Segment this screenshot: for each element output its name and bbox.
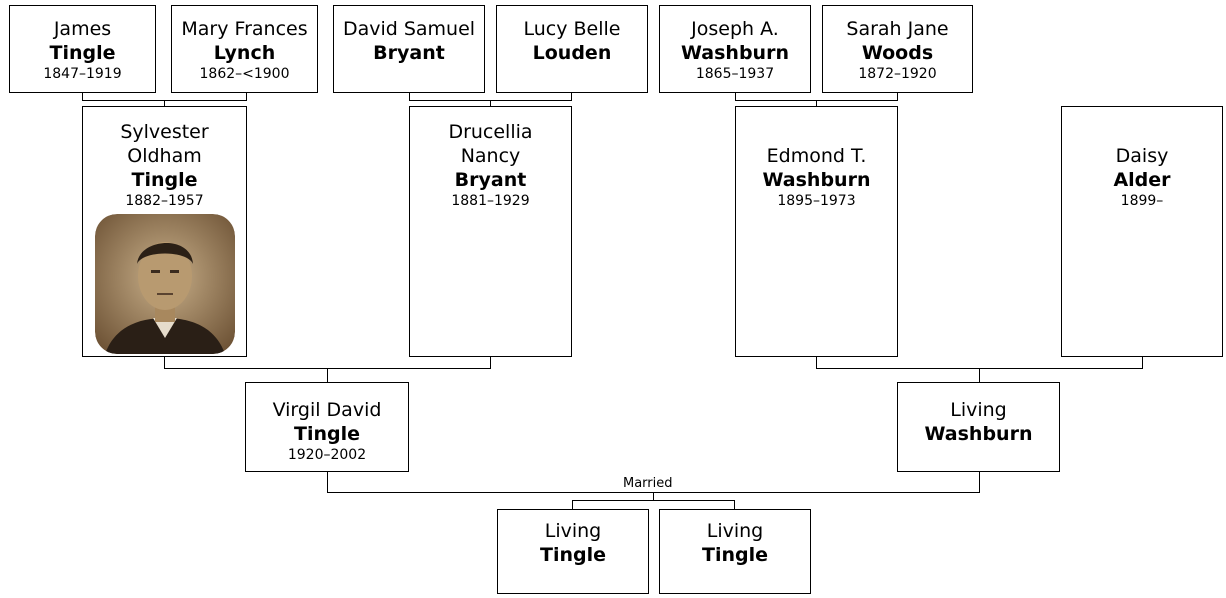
person-card-living-washburn[interactable]: Living Washburn — [897, 382, 1060, 472]
given-name-line2: Oldham — [127, 145, 202, 167]
surname: Tingle — [131, 169, 198, 191]
connector-line — [1142, 356, 1143, 369]
life-dates: 1881–1929 — [451, 193, 530, 209]
person-card-sylvester-tingle[interactable]: Sylvester Oldham Tingle 1882–1957 — [82, 106, 247, 357]
connector-line — [979, 471, 980, 493]
connector-line — [409, 92, 410, 101]
connector-line — [816, 356, 817, 369]
life-dates: 1899– — [1120, 193, 1164, 209]
surname: Louden — [532, 42, 612, 64]
connector-line — [327, 368, 328, 383]
surname: Tingle — [702, 544, 768, 566]
connector-line — [572, 500, 573, 510]
given-name: Virgil David — [272, 399, 382, 421]
surname: Tingle — [294, 423, 360, 445]
surname: Washburn — [924, 423, 1033, 445]
surname: Woods — [861, 42, 934, 64]
life-dates: 1847–1919 — [43, 66, 122, 82]
life-dates: 1865–1937 — [695, 66, 775, 82]
person-card-joseph-washburn[interactable]: Joseph A. Washburn 1865–1937 — [659, 5, 811, 93]
person-card-daisy-alder[interactable]: Daisy Alder 1899– — [1061, 106, 1223, 357]
given-name: David Samuel — [342, 18, 476, 40]
person-card-drucellia-bryant[interactable]: Drucellia Nancy Bryant 1881–1929 — [409, 106, 572, 357]
given-name: Mary Frances — [181, 18, 308, 40]
surname: Washburn — [681, 42, 789, 64]
given-name: Lucy Belle — [523, 18, 621, 40]
connector-line — [816, 100, 817, 107]
person-card-david-bryant[interactable]: David Samuel Bryant — [333, 5, 485, 93]
given-name-line2: Nancy — [460, 145, 521, 167]
connector-line — [490, 100, 491, 107]
person-card-edmond-washburn[interactable]: Edmond T. Washburn 1895–1973 — [735, 106, 898, 357]
given-name: Living — [950, 399, 1007, 421]
given-name: Daisy — [1115, 145, 1169, 167]
connector-line — [327, 471, 328, 493]
given-name: Living — [544, 520, 602, 542]
connector-line — [653, 492, 654, 501]
connector-line — [571, 92, 572, 101]
person-card-james-tingle[interactable]: James Tingle 1847–1919 — [9, 5, 156, 93]
person-card-sarah-woods[interactable]: Sarah Jane Woods 1872–1920 — [822, 5, 973, 93]
life-dates: 1872–1920 — [858, 66, 937, 82]
surname: Tingle — [540, 544, 606, 566]
given-name: Joseph A. — [691, 18, 779, 40]
connector-line — [735, 92, 736, 101]
person-card-mary-lynch[interactable]: Mary Frances Lynch 1862–<1900 — [171, 5, 318, 93]
surname: Bryant — [454, 169, 527, 191]
person-card-virgil-tingle[interactable]: Virgil David Tingle 1920–2002 — [245, 382, 409, 472]
given-name-line1: Sylvester — [120, 121, 209, 143]
connector-line — [897, 92, 898, 101]
person-card-child-living-tingle-2[interactable]: Living Tingle — [659, 509, 811, 594]
connector-line — [82, 92, 83, 101]
given-name-line1: Drucellia — [448, 121, 533, 143]
life-dates: 1862–<1900 — [199, 66, 290, 82]
connector-line — [572, 500, 735, 501]
given-name: James — [53, 18, 112, 40]
life-dates: 1920–2002 — [287, 447, 367, 463]
portrait-photo[interactable] — [94, 214, 235, 354]
connector-line — [164, 356, 165, 369]
surname: Tingle — [49, 42, 116, 64]
connector-line — [734, 500, 735, 510]
connector-line — [490, 356, 491, 369]
surname: Washburn — [762, 169, 871, 191]
connector-line — [246, 92, 247, 101]
person-card-lucy-louden[interactable]: Lucy Belle Louden — [496, 5, 648, 93]
surname: Bryant — [373, 42, 445, 64]
given-name: Sarah Jane — [846, 18, 949, 40]
life-dates: 1882–1957 — [125, 193, 204, 209]
married-label: Married — [622, 476, 674, 492]
person-card-child-living-tingle-1[interactable]: Living Tingle — [497, 509, 649, 594]
surname: Alder — [1113, 169, 1171, 191]
given-name: Living — [706, 520, 764, 542]
given-name: Edmond T. — [766, 145, 867, 167]
connector-line — [164, 100, 165, 107]
life-dates: 1895–1973 — [777, 193, 856, 209]
connector-line — [979, 368, 980, 383]
surname: Lynch — [213, 42, 276, 64]
